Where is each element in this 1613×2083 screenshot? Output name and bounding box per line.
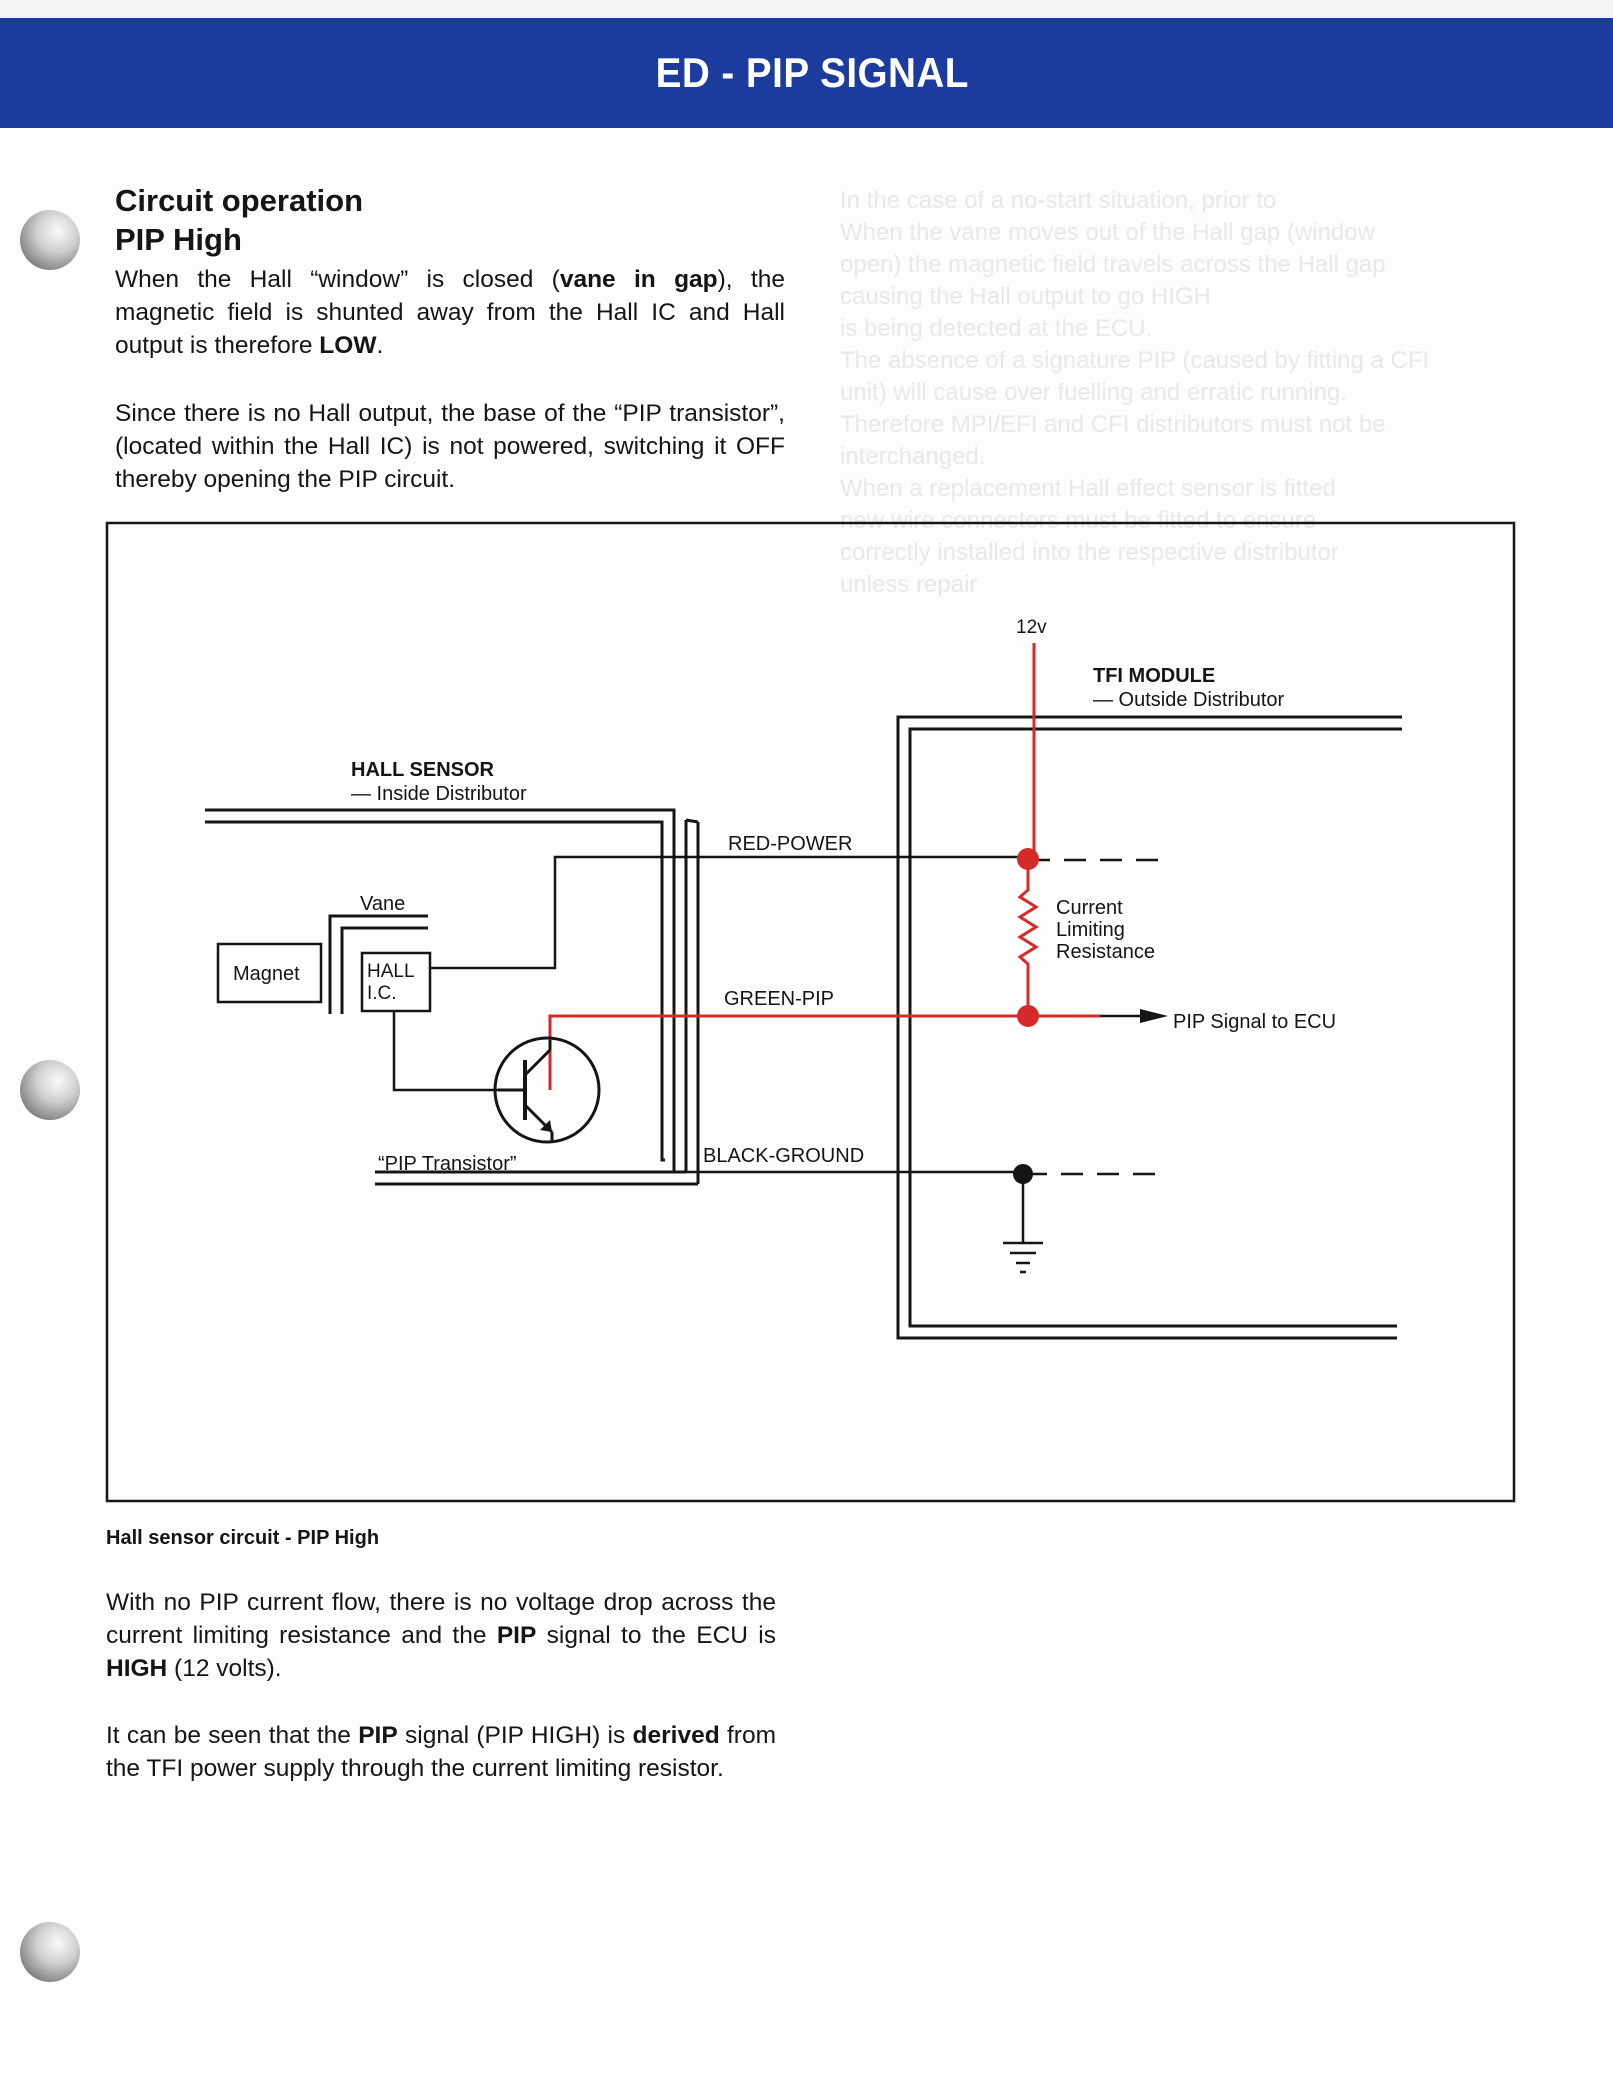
vane-label: Vane bbox=[360, 893, 405, 915]
tfi-module-subtitle: — Outside Distributor bbox=[1093, 689, 1285, 711]
hall-sensor-subtitle: — Inside Distributor bbox=[351, 783, 527, 805]
pip-arrow-head bbox=[1140, 1009, 1168, 1023]
bleed-line: The absence of a signature PIP (caused b… bbox=[840, 347, 1430, 374]
bleed-line: correctly installed into the respective … bbox=[840, 539, 1339, 566]
paragraph-pip-signal-high: With no PIP current flow, there is no vo… bbox=[106, 1586, 776, 1685]
current-limiting-resistor bbox=[1017, 857, 1039, 1016]
red-power-label: RED-POWER bbox=[728, 833, 852, 855]
hall-ic-base-wire bbox=[392, 1011, 498, 1092]
text-span: With no PIP current flow, there is no vo… bbox=[106, 1589, 776, 1649]
bold-span: vane in gap bbox=[559, 266, 718, 293]
hall-ic-label-line1: HALL bbox=[367, 961, 415, 982]
junction-node-pip bbox=[1017, 1005, 1039, 1027]
text-span: signal (PIP HIGH) is bbox=[397, 1722, 633, 1749]
paragraph-pip-high: When the Hall “window” is closed (vane i… bbox=[115, 263, 785, 362]
paragraph-transistor-off: Since there is no Hall output, the base … bbox=[115, 400, 785, 493]
section-heading: Circuit operation bbox=[115, 183, 364, 218]
pip-transistor bbox=[493, 1036, 601, 1144]
bold-span: LOW bbox=[319, 332, 377, 359]
pip-transistor-label: “PIP Transistor” bbox=[378, 1153, 517, 1175]
bold-span: derived bbox=[632, 1722, 720, 1749]
diagram-frame bbox=[105, 521, 1516, 1503]
junction-node-power bbox=[1017, 848, 1039, 870]
section-subheading: PIP High bbox=[115, 222, 242, 257]
vane-shape bbox=[328, 914, 428, 1014]
text-span: (12 volts). bbox=[167, 1655, 282, 1682]
page-top-strip bbox=[0, 0, 1613, 18]
bleed-line: open) the magnetic field travels across … bbox=[840, 251, 1386, 278]
header-banner: ED - PIP SIGNAL bbox=[0, 18, 1613, 128]
magnet-box bbox=[216, 942, 323, 1004]
green-pip-label: GREEN-PIP bbox=[724, 988, 834, 1010]
pip-signal-ecu-label: PIP Signal to ECU bbox=[1173, 1011, 1336, 1033]
paragraph-pip-derived: It can be seen that the PIP signal (PIP … bbox=[106, 1719, 776, 1785]
hall-sensor-title: HALL SENSOR bbox=[351, 759, 495, 781]
bleed-line: Therefore MPI/EFI and CFI distributors m… bbox=[840, 411, 1386, 438]
binder-hole-bottom bbox=[20, 1922, 80, 1982]
bleed-line: is being detected at the ECU. bbox=[840, 315, 1153, 342]
binder-hole-middle bbox=[20, 1060, 80, 1120]
text-span: It can be seen that the bbox=[106, 1722, 359, 1749]
hall-housing-bottom bbox=[375, 818, 700, 1186]
bleed-line: unit) will cause over fuelling and errat… bbox=[840, 379, 1347, 406]
resistance-label-line1: Current bbox=[1056, 897, 1123, 919]
supply-12v-label: 12v bbox=[1016, 617, 1047, 638]
tfi-module-title: TFI MODULE bbox=[1093, 665, 1215, 687]
tfi-module-housing bbox=[896, 715, 1402, 1340]
bleed-line: When a replacement Hall effect sensor is… bbox=[840, 475, 1336, 502]
bleed-line: interchanged. bbox=[840, 443, 986, 470]
hall-ic-box bbox=[360, 951, 432, 1013]
bleed-line: causing the Hall output to go HIGH bbox=[840, 283, 1211, 310]
text-span: ), the magnetic field is shunted away fr… bbox=[115, 266, 785, 359]
text-span: from the TFI power supply through the cu… bbox=[106, 1722, 777, 1782]
text-span: When the Hall “window” is closed ( bbox=[115, 266, 560, 293]
bleed-line: unless repair bbox=[840, 571, 978, 598]
resistance-label-line3: Resistance bbox=[1056, 941, 1155, 963]
bleed-through-text: In the case of a no-start situation, pri… bbox=[840, 185, 1520, 601]
text-span: signal to the ECU is bbox=[536, 1622, 776, 1649]
text-span: . bbox=[376, 332, 384, 359]
diagram-caption: Hall sensor circuit - PIP High bbox=[106, 1527, 380, 1549]
black-ground-label: BLACK-GROUND bbox=[703, 1145, 864, 1167]
binder-hole-top bbox=[20, 210, 80, 270]
green-pip-wire bbox=[548, 1014, 1100, 1090]
bold-span: PIP bbox=[358, 1722, 398, 1749]
bleed-line: In the case of a no-start situation, pri… bbox=[840, 187, 1277, 214]
bleed-line: When the vane moves out of the Hall gap … bbox=[840, 219, 1375, 246]
bold-span: HIGH bbox=[106, 1655, 168, 1682]
resistance-label-line2: Limiting bbox=[1056, 919, 1125, 941]
hall-ic-label-line2: I.C. bbox=[367, 983, 397, 1004]
red-power-wire bbox=[430, 855, 1028, 970]
bleed-line: new wire connectors must be fitted to en… bbox=[840, 507, 1317, 534]
page-title: ED - PIP SIGNAL bbox=[655, 49, 970, 96]
ground-symbol-icon bbox=[1003, 1174, 1043, 1274]
bold-span: PIP bbox=[496, 1622, 537, 1649]
magnet-label: Magnet bbox=[233, 963, 300, 985]
